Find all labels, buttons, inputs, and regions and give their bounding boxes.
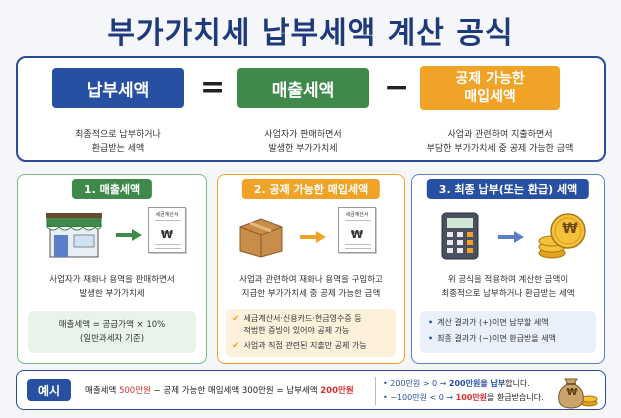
input-tax-card: 2. 공제 가능한 매입세액 세금계산서 ₩ 사업과 관련하여 재화나 용역을 … (217, 174, 405, 364)
sales-tax-desc: 사업자가 재화나 용역을 판매하면서 발생한 부가가치세 (18, 273, 206, 301)
list-item: ✔ 세금계산서·신용카드·현금영수증 등 적법한 증빙이 있어야 공제 가능 (232, 313, 390, 337)
bullet-dot: • (428, 334, 434, 343)
formula-mid-desc: 사업자가 판매하면서 발생한 부가가치세 (223, 128, 383, 156)
example-result-pay: • 200만원 > 0 → 200만원을 납부합니다. (383, 378, 530, 389)
sales-tax-card-title: 1. 매출세액 (71, 179, 153, 199)
formula-left-desc: 최종적으로 납부하거나 환급받는 세액 (38, 128, 198, 156)
money-bag-icon (558, 378, 598, 409)
input-tax-bullet-2: 사업과 직접 관련된 지출만 공제 가능 (243, 341, 367, 350)
arrow-right-icon (300, 231, 326, 243)
invoice-doc-title: 세금계산서 (155, 212, 179, 218)
final-tax-bullet-2: 최종 결과가 (−)이면 환급받을 세액 (437, 334, 556, 343)
package-icon (239, 218, 283, 258)
input-tax-conditions-box: ✔ 세금계산서·신용카드·현금영수증 등 적법한 증빙이 있어야 공제 가능 ✔… (226, 309, 396, 357)
invoice-doc-title: 세금계산서 (345, 212, 369, 218)
list-item: • 최종 결과가 (−)이면 환급받을 세액 (428, 333, 588, 345)
coin-stack-icon (538, 213, 586, 259)
won-symbol: ₩ (350, 228, 364, 241)
formula-deductible-input-tax: 공제 가능한 매입세액 (420, 66, 560, 110)
formula-right-desc-2: 부담한 부가가치세 중 공제 가능한 금액 (426, 144, 574, 154)
invoice-doc-icon: 세금계산서 ₩ (148, 207, 186, 253)
check-icon: ✔ (232, 314, 240, 324)
equals-sign: = (200, 70, 226, 105)
list-item: ✔ 사업과 직접 관련된 지출만 공제 가능 (232, 340, 390, 352)
example-result-amount: 200만원 (320, 386, 354, 396)
final-tax-desc: 위 공식을 적용하여 계산한 금액이 최종적으로 납부하거나 환급받는 세액 (412, 273, 604, 301)
formula-panel: 납부세액 = 매출세액 − 공제 가능한 매입세액 최종적으로 납부하거나 환급… (16, 56, 606, 162)
minus-sign: − (384, 70, 410, 105)
arrow-right-icon (116, 229, 142, 241)
won-symbol: ₩ (562, 221, 578, 237)
example-result-refund: • −100만원 < 0 → 100만원을 환급받습니다. (383, 392, 544, 403)
input-tax-card-title: 2. 공제 가능한 매입세액 (241, 179, 381, 199)
store-icon (46, 213, 102, 258)
bullet-dot: • (428, 318, 434, 327)
won-symbol: ₩ (566, 387, 578, 398)
example-r2-a: • −100만원 < 0 → (383, 393, 456, 402)
example-label: 예시 (27, 379, 71, 401)
example-r2-c: 을 환급받습니다. (487, 393, 544, 402)
input-tax-desc-1: 사업과 관련하여 재화나 용역을 구입하고 (239, 275, 383, 285)
example-r1-a: • 200만원 > 0 → (383, 379, 449, 388)
example-formula-part2: − 공제 가능한 매입세액 300만원 = 납부세액 (150, 386, 321, 396)
final-tax-card-title: 3. 최종 납부(또는 환급) 세액 (426, 179, 590, 199)
arrow-right-icon (498, 231, 524, 243)
input-tax-desc: 사업과 관련하여 재화나 용역을 구입하고 지급한 부가가치세 중 공제 가능한… (218, 273, 404, 301)
example-formula: 매출세액 500만원 − 공제 가능한 매입세액 300만원 = 납부세액 20… (85, 384, 354, 396)
input-tax-desc-2: 지급한 부가가치세 중 공제 가능한 금액 (241, 289, 381, 299)
example-panel: 예시 매출세액 500만원 − 공제 가능한 매입세액 300만원 = 납부세액… (16, 370, 606, 410)
sales-tax-desc-2: 발생한 부가가치세 (79, 289, 145, 299)
formula-right-line1: 공제 가능한 (455, 71, 525, 87)
formula-left-desc-2: 환급받는 세액 (91, 144, 145, 154)
check-icon: ✔ (232, 341, 240, 351)
final-tax-bullet-1: 계산 결과가 (+)이면 납부할 세액 (437, 318, 549, 327)
formula-sales-tax: 매출세액 (237, 68, 369, 108)
final-tax-result-box: • 계산 결과가 (+)이면 납부할 세액 • 최종 결과가 (−)이면 환급받… (420, 311, 596, 353)
sales-tax-formula: 매출세액 = 공급가액 × 10% (58, 320, 166, 330)
sales-tax-desc-1: 사업자가 재화나 용역을 판매하면서 (49, 275, 175, 285)
page-title: 부가가치세 납부세액 계산 공식 (107, 16, 514, 51)
final-tax-card: 3. 최종 납부(또는 환급) 세액 ₩ 위 공식을 적용하여 계산한 금액이 … (411, 174, 605, 364)
formula-mid-desc-2: 발생한 부가가치세 (268, 144, 338, 154)
formula-mid-desc-1: 사업자가 판매하면서 (264, 130, 342, 140)
input-tax-bullet-1b: 적법한 증빙이 있어야 공제 가능 (243, 326, 350, 335)
sales-tax-card: 1. 매출세액 세금계산서 ₩ 사업자가 재화나 용역을 판매하면서 발생한 부… (17, 174, 207, 364)
formula-left-desc-1: 최종적으로 납부하거나 (75, 130, 161, 140)
final-tax-desc-2: 최종적으로 납부하거나 환급받는 세액 (441, 289, 575, 299)
final-tax-desc-1: 위 공식을 적용하여 계산한 금액이 (447, 275, 569, 285)
won-symbol: ₩ (160, 228, 174, 241)
formula-right-line2: 매입세액 (464, 89, 516, 105)
calculator-icon (441, 212, 479, 260)
example-formula-part1: 매출세액 (85, 386, 119, 396)
input-tax-bullet-1a: 세금계산서·신용카드·현금영수증 등 (243, 314, 362, 323)
example-r1-b: 200만원을 납부 (448, 379, 506, 388)
sales-tax-formula-box: 매출세액 = 공급가액 × 10% (일반과세자 기준) (28, 311, 196, 353)
formula-right-desc: 사업과 관련하여 지출하면서 부담한 부가가치세 중 공제 가능한 금액 (400, 128, 600, 156)
example-r1-c: 합니다. (505, 379, 530, 388)
divider (375, 377, 376, 405)
formula-right-desc-1: 사업과 관련하여 지출하면서 (447, 130, 553, 140)
sales-tax-note: (일반과세자 기준) (79, 334, 145, 344)
example-sales-amount: 500만원 (118, 386, 151, 396)
invoice-doc-icon: 세금계산서 ₩ (338, 207, 376, 253)
list-item: • 계산 결과가 (+)이면 납부할 세액 (428, 317, 588, 329)
formula-tax-payable: 납부세액 (52, 68, 184, 108)
example-r2-b: 100만원 (455, 393, 488, 402)
